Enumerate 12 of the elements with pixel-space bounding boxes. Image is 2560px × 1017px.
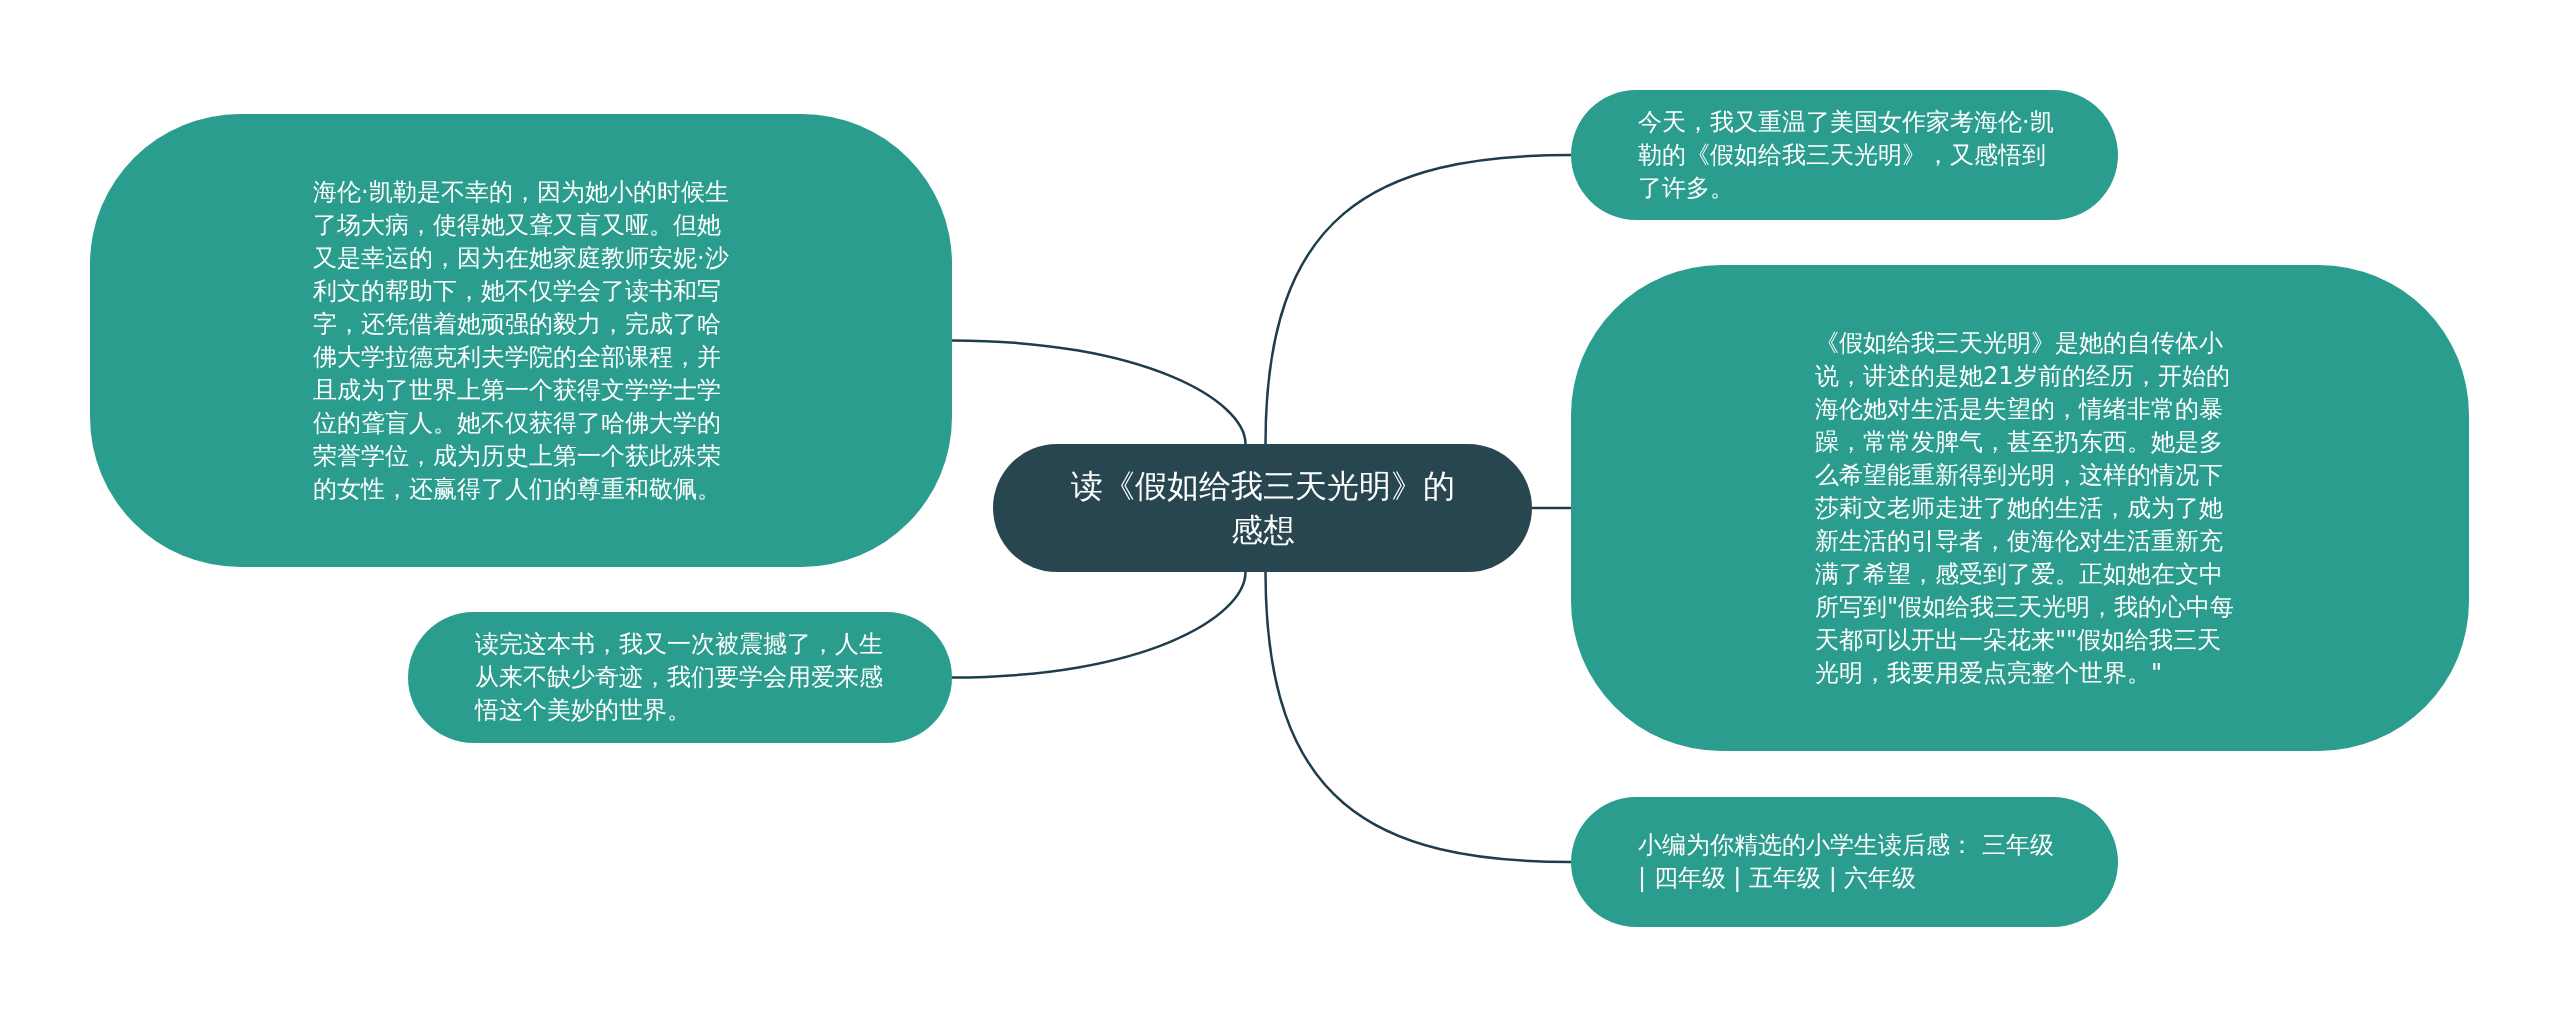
topic-text: 小编为你精选的小学生读后感： 三年级 | 四年级 | 五年级 | 六年级 — [1638, 830, 2055, 894]
topic-text: 今天，我又重温了美国女作家考海伦·凯勒的《假如给我三天光明》，又感悟到了许多。 — [1638, 106, 2055, 204]
topic-bubble — [1571, 265, 2469, 751]
connector-line — [1532, 506, 1571, 510]
connector-line — [1264, 571, 1572, 864]
connector-line — [951, 339, 1247, 445]
connector-line — [951, 571, 1247, 679]
topic-text: 《假如给我三天光明》是她的自传体小说，讲述的是她21岁前的经历，开始的海伦她对生活是失望的，情绪非常的暴躁，常常发脾气，甚至扔东西。她是多么希望能重新得到光明，这样的情况下莎莉文老师走进了她的生活，成为了她新生活的引导者，使海伦对生活重新充满了希望，感受到了爱。正如她在文中所写到"假如给我三天光明，我的心中每天都可以开出一朵花来""假如给我三天光明，我要用爱点亮整个世界。" — [1815, 327, 2236, 689]
topic-title: 读《假如给我三天光明》的感想 — [1069, 466, 1456, 551]
topic-text: 海伦·凯勒是不幸的，因为她小的时候生了场大病，使得她又聋又盲又哑。但她又是幸运的，因为在她家庭教师安妮·沙利文的帮助下，她不仅学会了读书和写字，还凭借着她顽强的毅力，完成了哈佛大学拉德克利夫学院的全部课程，并且成为了世界上第一个获得文学学士学位的聋盲人。她不仅获得了哈佛大学的荣誉学位，成为历史上第一个获此殊荣的女性，还赢得了人们的尊重和敬佩。 — [313, 176, 730, 505]
connector-line — [1264, 153, 1572, 445]
topic-text: 读完这本书，我又一次被震撼了，人生从来不缺少奇迹，我们要学会用爱来感悟这个美妙的世界。 — [475, 629, 884, 726]
